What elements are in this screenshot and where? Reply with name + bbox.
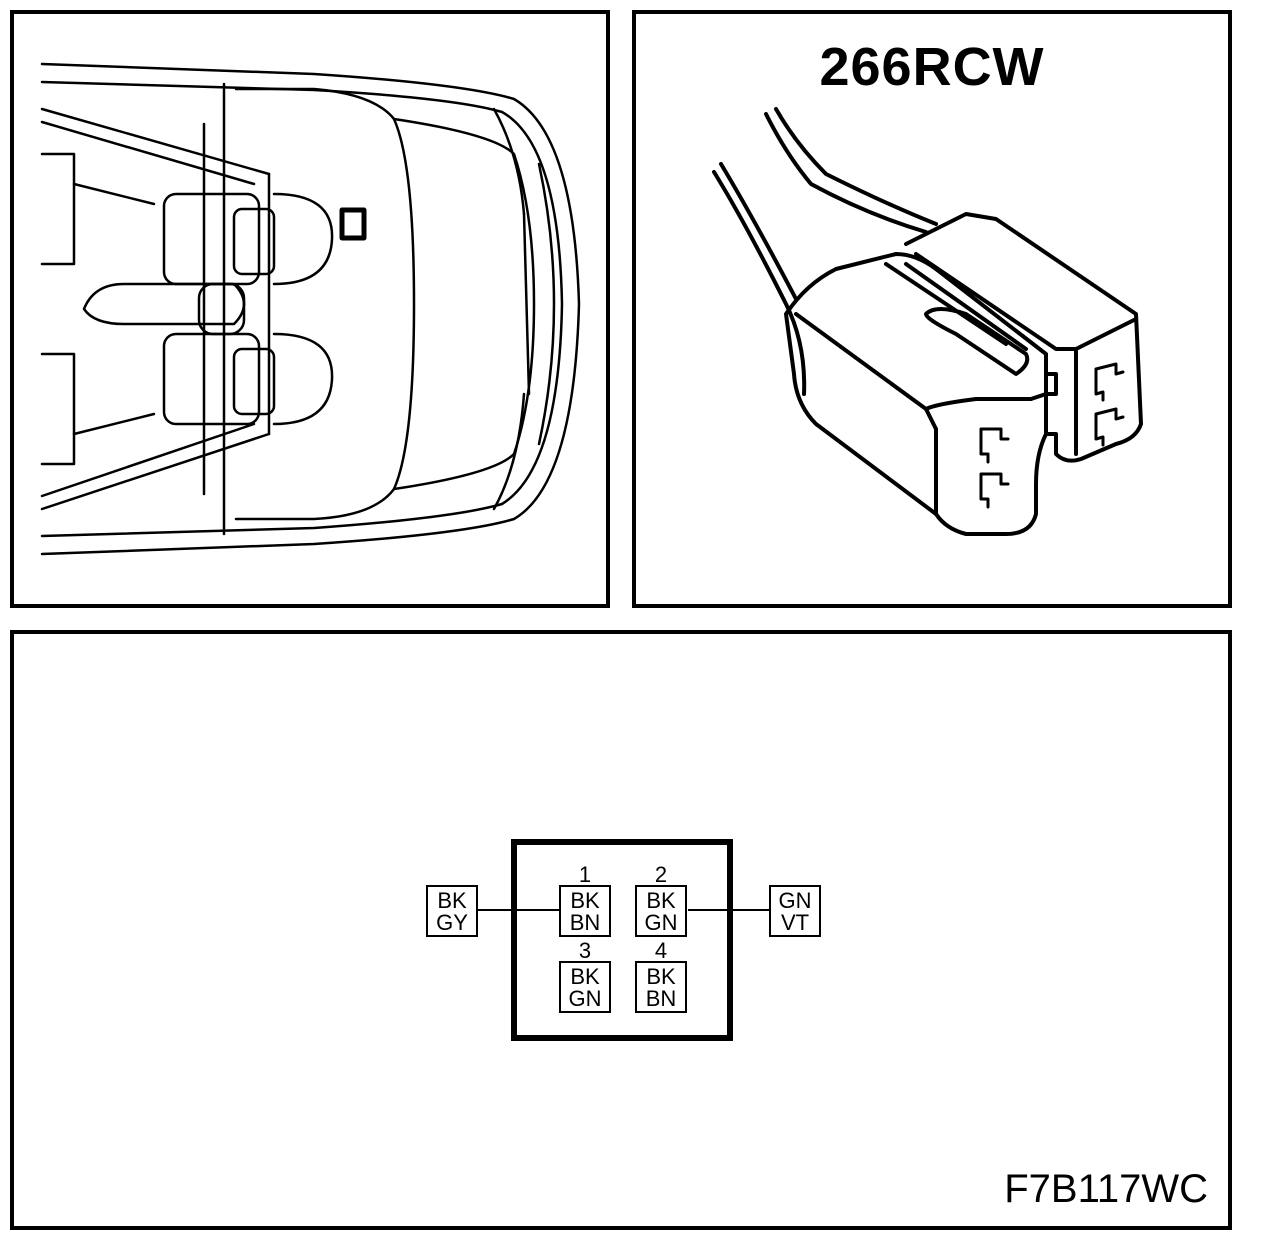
pin-3-wire-bottom: GN	[569, 986, 602, 1011]
connector-face-outline	[511, 839, 733, 1041]
pin-4-box	[635, 961, 687, 1013]
vehicle-top-view-drawing	[40, 62, 581, 556]
pin-2-wire-top: BK	[646, 888, 676, 913]
pin-1-box	[559, 885, 611, 937]
pin-1-number: 1	[579, 862, 591, 887]
pin-1-wire-bottom: BN	[570, 910, 601, 935]
connector-drawing	[712, 107, 1143, 536]
connector-code: 266RCW	[819, 37, 1045, 97]
left-wire-top: BK	[437, 888, 467, 913]
right-wire-top: GN	[779, 888, 812, 913]
pinout-diagram: BK GY GN VT 1 BK BN 2 BK GN 3 BK GN 4 BK…	[426, 839, 821, 1041]
pin-2-number: 2	[655, 862, 667, 887]
vehicle-location-panel	[10, 10, 610, 608]
figure-id: F7B117WC	[1004, 1167, 1208, 1211]
pin-3-number: 3	[579, 938, 591, 963]
right-wire-bottom: VT	[781, 910, 809, 935]
left-wire-bottom: GY	[436, 910, 468, 935]
right-wire-box	[769, 885, 821, 937]
connector-illustration-panel: 266RCW	[632, 10, 1232, 608]
pin-2-wire-bottom: GN	[645, 910, 678, 935]
pinout-diagram-panel: BK GY GN VT 1 BK BN 2 BK GN 3 BK GN 4 BK…	[10, 630, 1232, 1230]
pin-4-wire-bottom: BN	[646, 986, 677, 1011]
connector-location-marker	[339, 207, 367, 241]
pin-1-wire-top: BK	[570, 888, 600, 913]
pin-3-box	[559, 961, 611, 1013]
pin-2-box	[635, 885, 687, 937]
pin-3-wire-top: BK	[570, 964, 600, 989]
pin-4-wire-top: BK	[646, 964, 676, 989]
left-wire-box	[426, 885, 478, 937]
pin-4-number: 4	[655, 938, 667, 963]
